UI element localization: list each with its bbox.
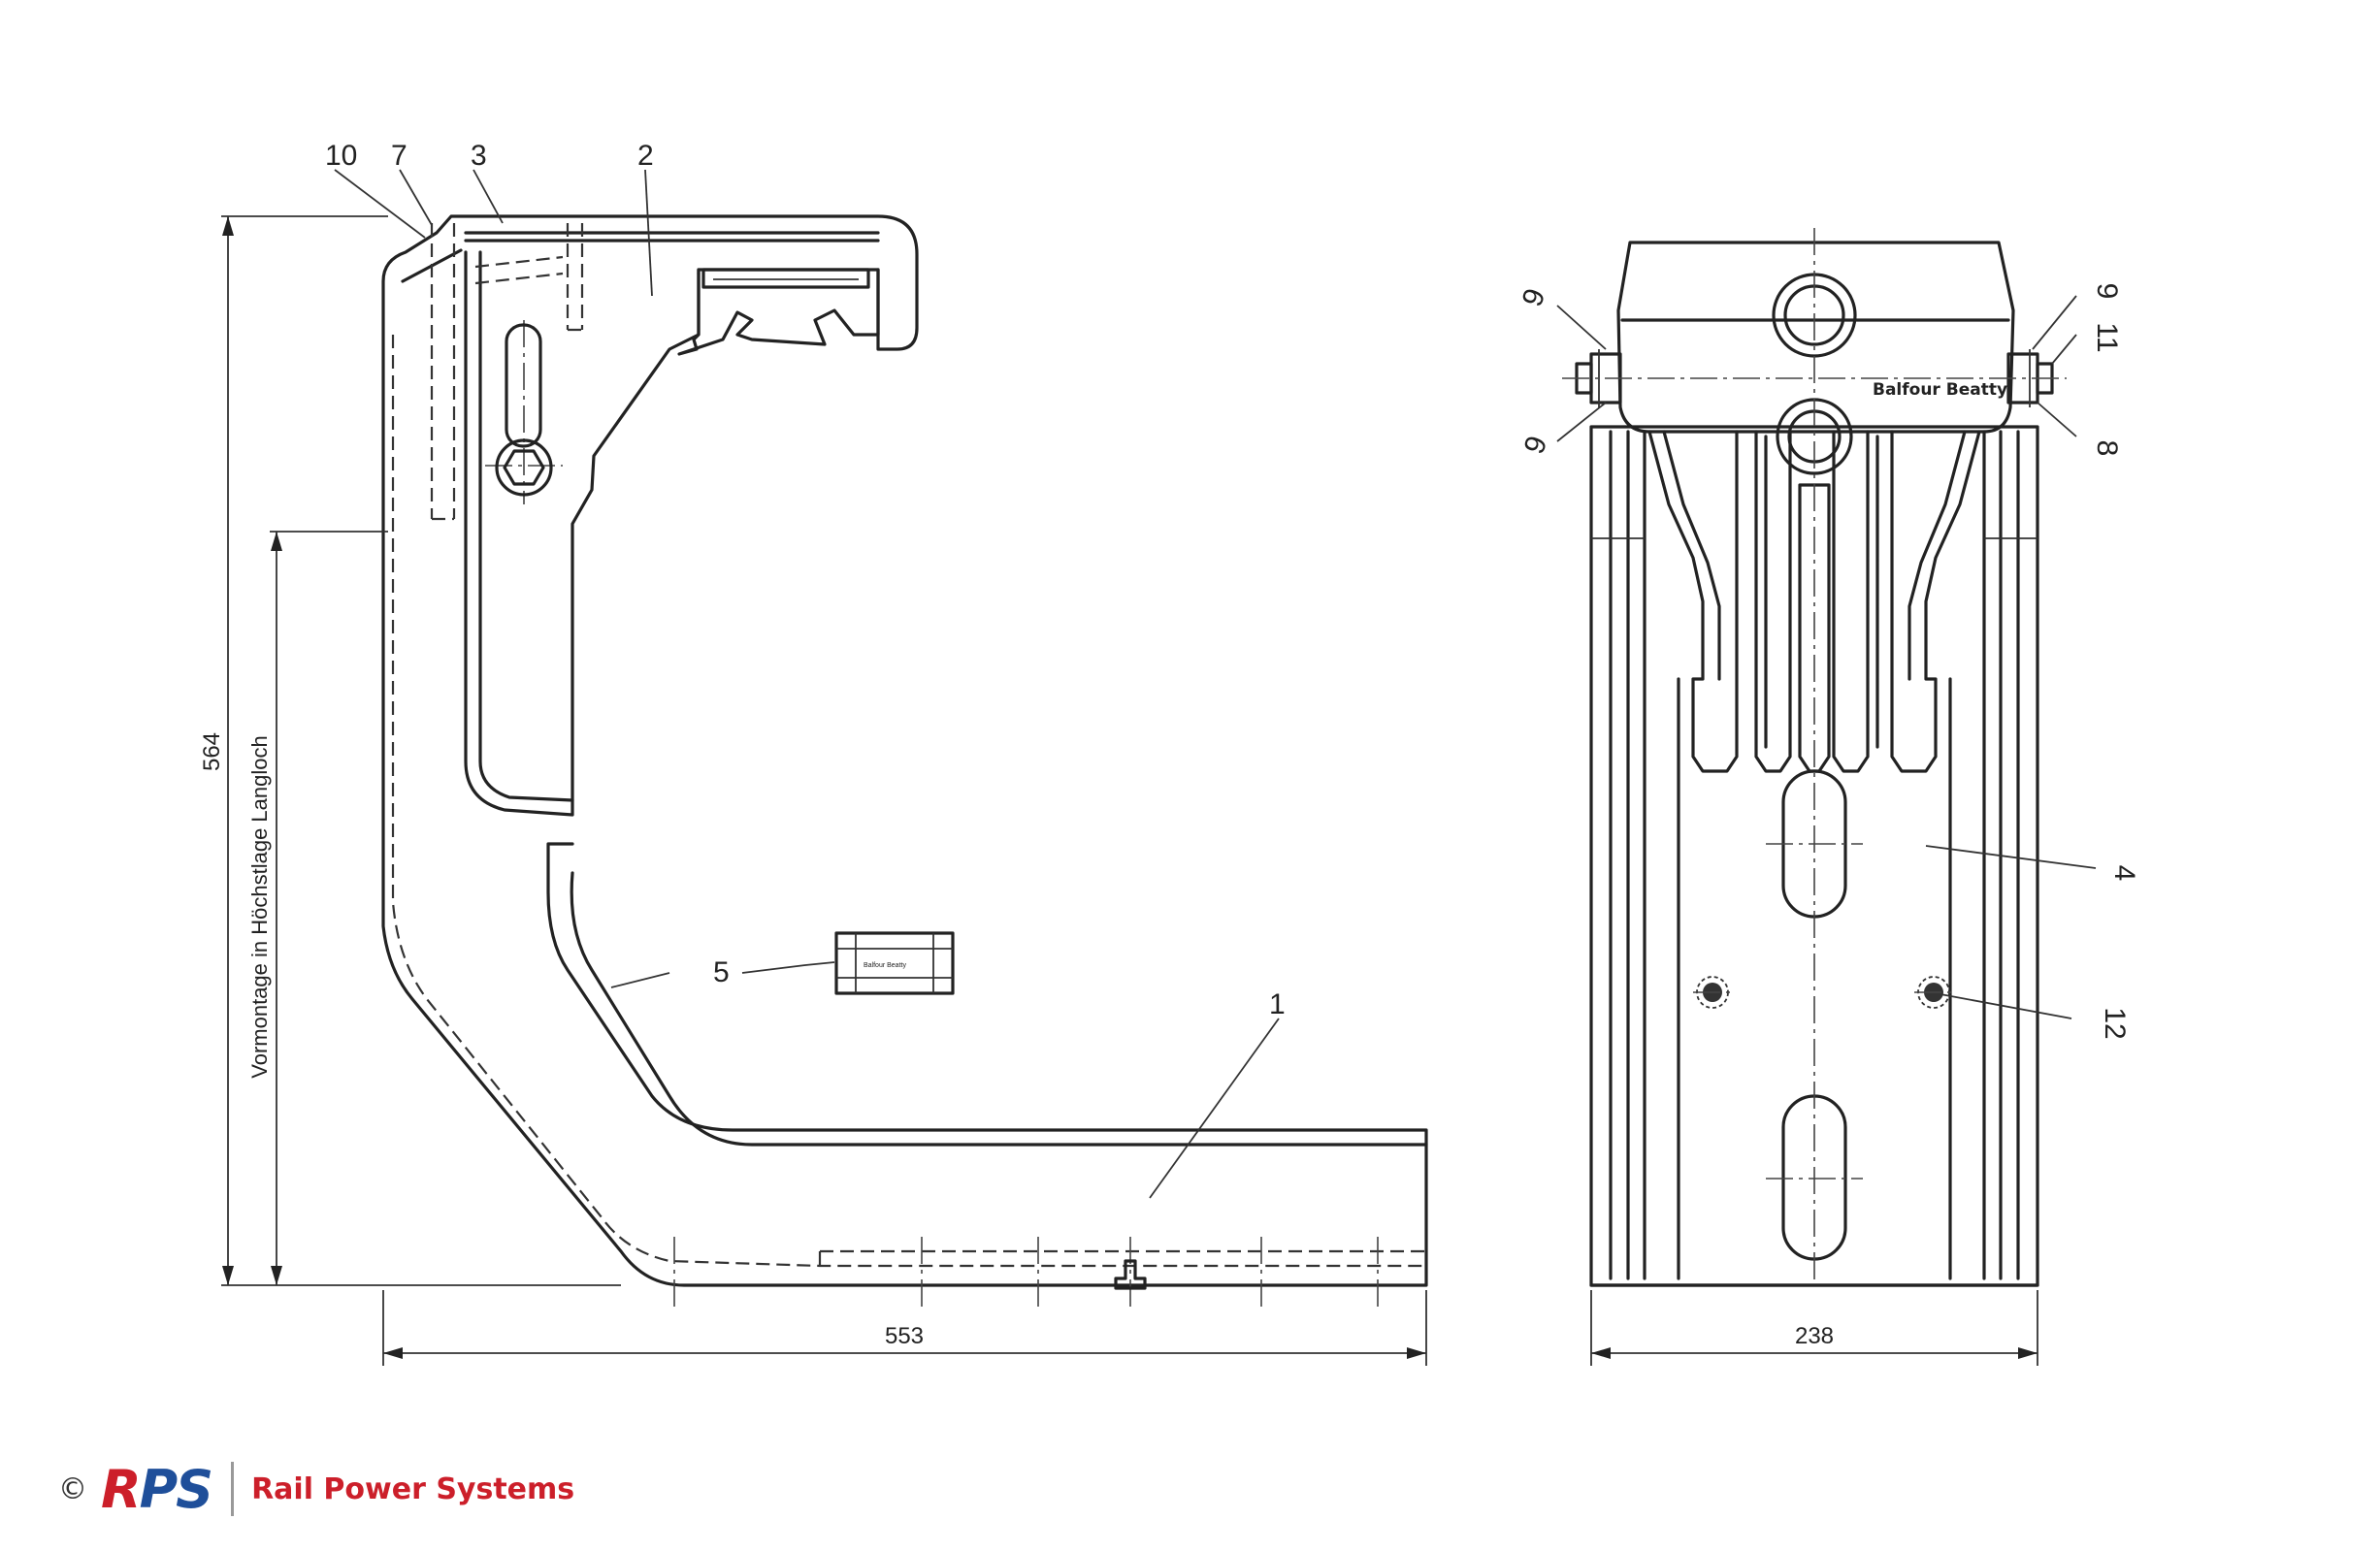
front-view: Balfour Beatty	[1562, 228, 2067, 1287]
part-label-1: 1	[1269, 988, 1286, 1020]
dimension-height: 564	[199, 732, 225, 771]
type-plate: Balfour Beatty	[834, 931, 955, 995]
part-label-2: 2	[637, 140, 654, 172]
part-label-11: 11	[2091, 322, 2123, 352]
hidden-lines	[391, 223, 1426, 1268]
dimension-width-side: 553	[885, 1323, 924, 1349]
part-label-5: 5	[713, 956, 730, 988]
bracket-outline	[381, 214, 1428, 1287]
logo-letters-ps: PS	[139, 1458, 213, 1520]
part-label-4: 4	[2108, 865, 2140, 882]
slot-hole	[505, 323, 542, 448]
part-label-12: 12	[2099, 1007, 2131, 1039]
part-label-8: 8	[2091, 440, 2123, 457]
part-label-9-left-top: 9	[1516, 284, 1552, 310]
brand-mark: Balfour Beatty	[1873, 380, 2007, 400]
logo-letter-r: R	[101, 1458, 142, 1520]
rivets	[1696, 976, 1950, 1009]
front-dimensions	[1590, 1290, 2038, 1366]
part-label-10: 10	[325, 140, 357, 172]
part-label-3: 3	[471, 140, 487, 172]
base-plate	[1589, 425, 2039, 1287]
side-dimensions	[221, 215, 1427, 1366]
part-label-9-right: 9	[2091, 283, 2123, 300]
dimension-width-front: 238	[1795, 1323, 1834, 1349]
side-view: Balfour Beatty	[381, 214, 1428, 1310]
logo-divider	[231, 1462, 235, 1516]
part-label-9-left-bottom: 9	[1518, 432, 1554, 458]
clamp-plate	[464, 250, 701, 817]
copyright-symbol: ©	[58, 1471, 87, 1506]
plate-brand: Balfour Beatty	[864, 962, 906, 969]
bolt-head	[495, 438, 553, 497]
arm-top-edge	[464, 231, 880, 242]
side-leaders	[334, 169, 1280, 1199]
dimension-note: Vormontage in Höchstlage Langloch	[247, 735, 272, 1078]
front-leaders	[1556, 295, 2097, 1019]
footer: © RPS Rail Power Systems	[58, 1455, 574, 1523]
company-name: Rail Power Systems	[251, 1471, 575, 1506]
head-block	[1616, 241, 2015, 434]
clamp-head	[677, 268, 880, 356]
rps-logo: RPS	[101, 1458, 213, 1520]
part-label-7: 7	[391, 140, 408, 172]
